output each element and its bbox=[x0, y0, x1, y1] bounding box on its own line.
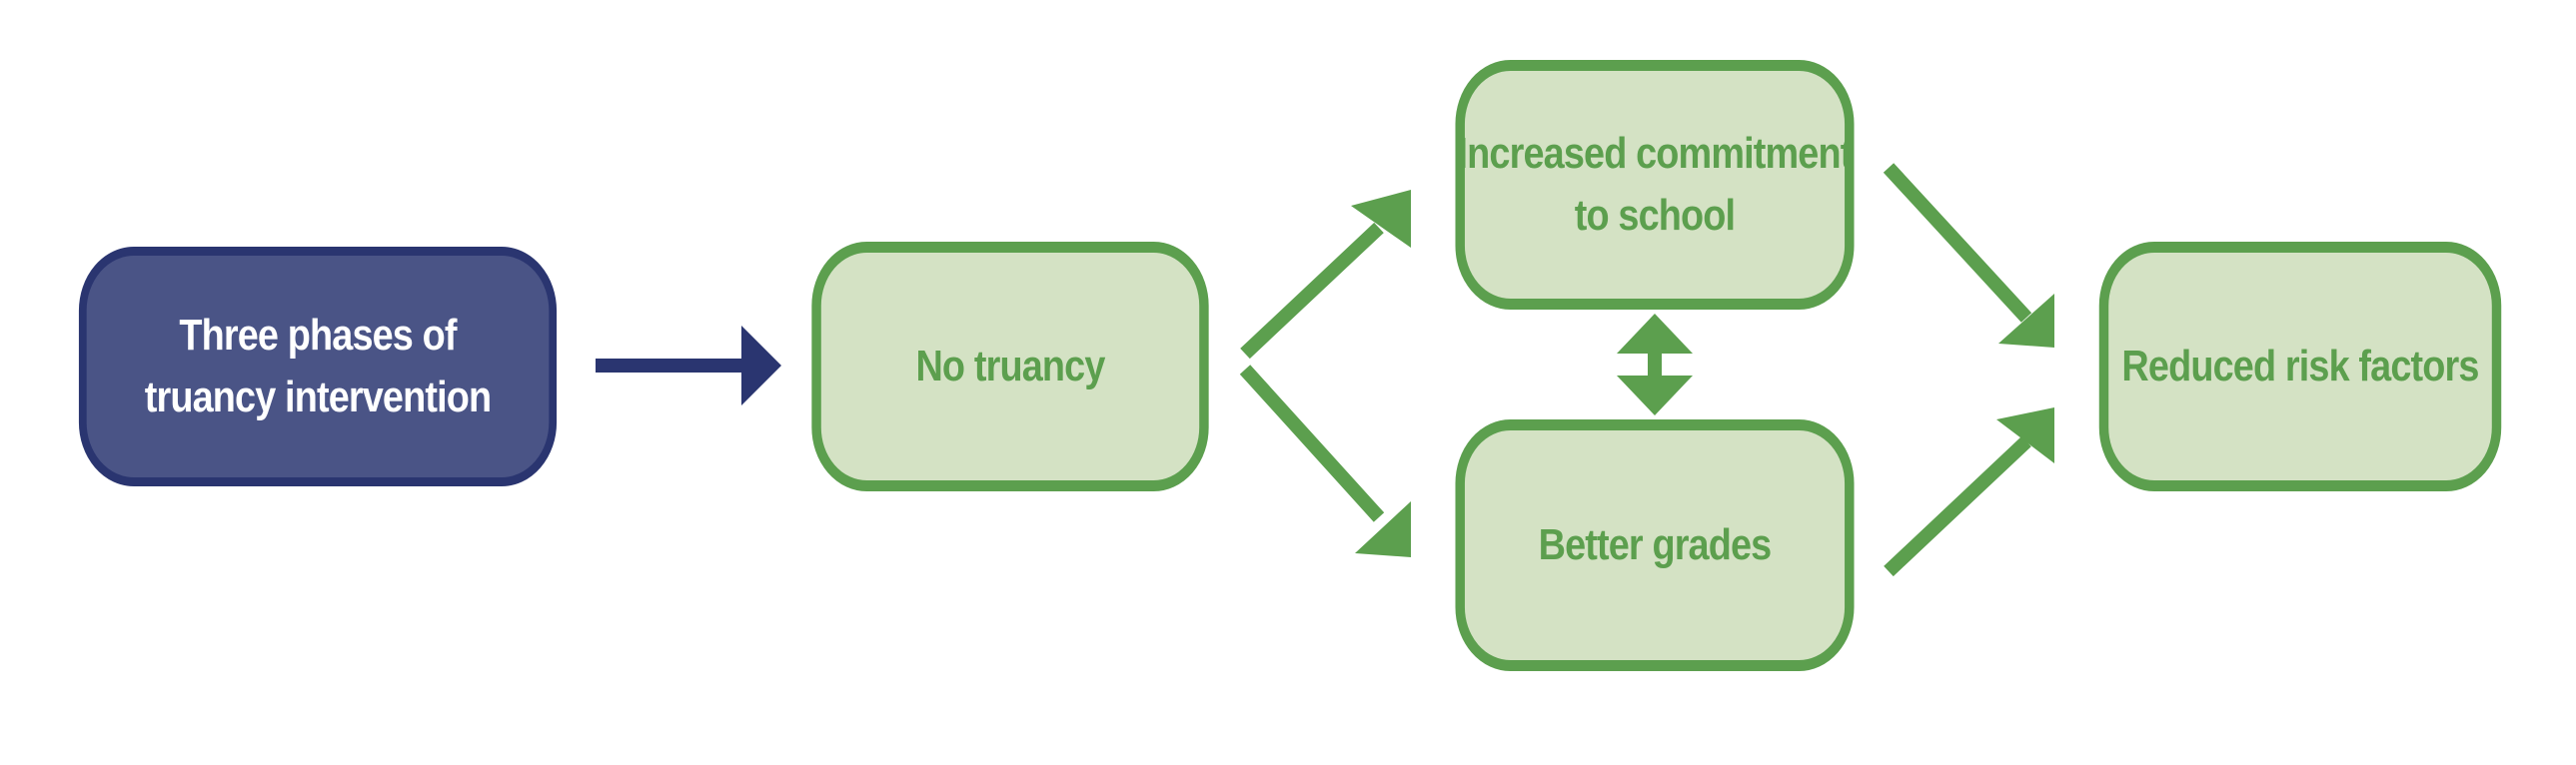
node-reduced-risk-label: Reduced risk factors bbox=[2121, 342, 2479, 390]
node-intervention: Three phases of truancy intervention bbox=[78, 247, 558, 486]
arrow-grades-to-reduced-risk bbox=[1884, 407, 2054, 577]
node-intervention-line2: truancy intervention bbox=[144, 373, 492, 421]
node-commitment: Increased commitment to school bbox=[1455, 60, 1855, 310]
node-grades-label: Better grades bbox=[1538, 520, 1773, 569]
node-reduced-risk: Reduced risk factors bbox=[2098, 242, 2502, 491]
node-intervention-line1: Three phases of bbox=[179, 311, 457, 360]
arrow-intervention-to-no-truancy bbox=[596, 326, 781, 405]
arrow-commitment-grades-bidirectional bbox=[1617, 314, 1693, 415]
node-grades: Better grades bbox=[1455, 419, 1855, 671]
arrow-commitment-to-reduced-risk bbox=[1883, 163, 2054, 348]
arrow-no-truancy-to-grades bbox=[1239, 365, 1411, 557]
node-no-truancy-label: No truancy bbox=[915, 342, 1105, 390]
node-commitment-line2: to school bbox=[1574, 191, 1736, 240]
node-no-truancy: No truancy bbox=[811, 242, 1209, 491]
arrow-no-truancy-to-commitment bbox=[1240, 190, 1411, 360]
node-commitment-line1: Increased commitment bbox=[1457, 129, 1854, 178]
